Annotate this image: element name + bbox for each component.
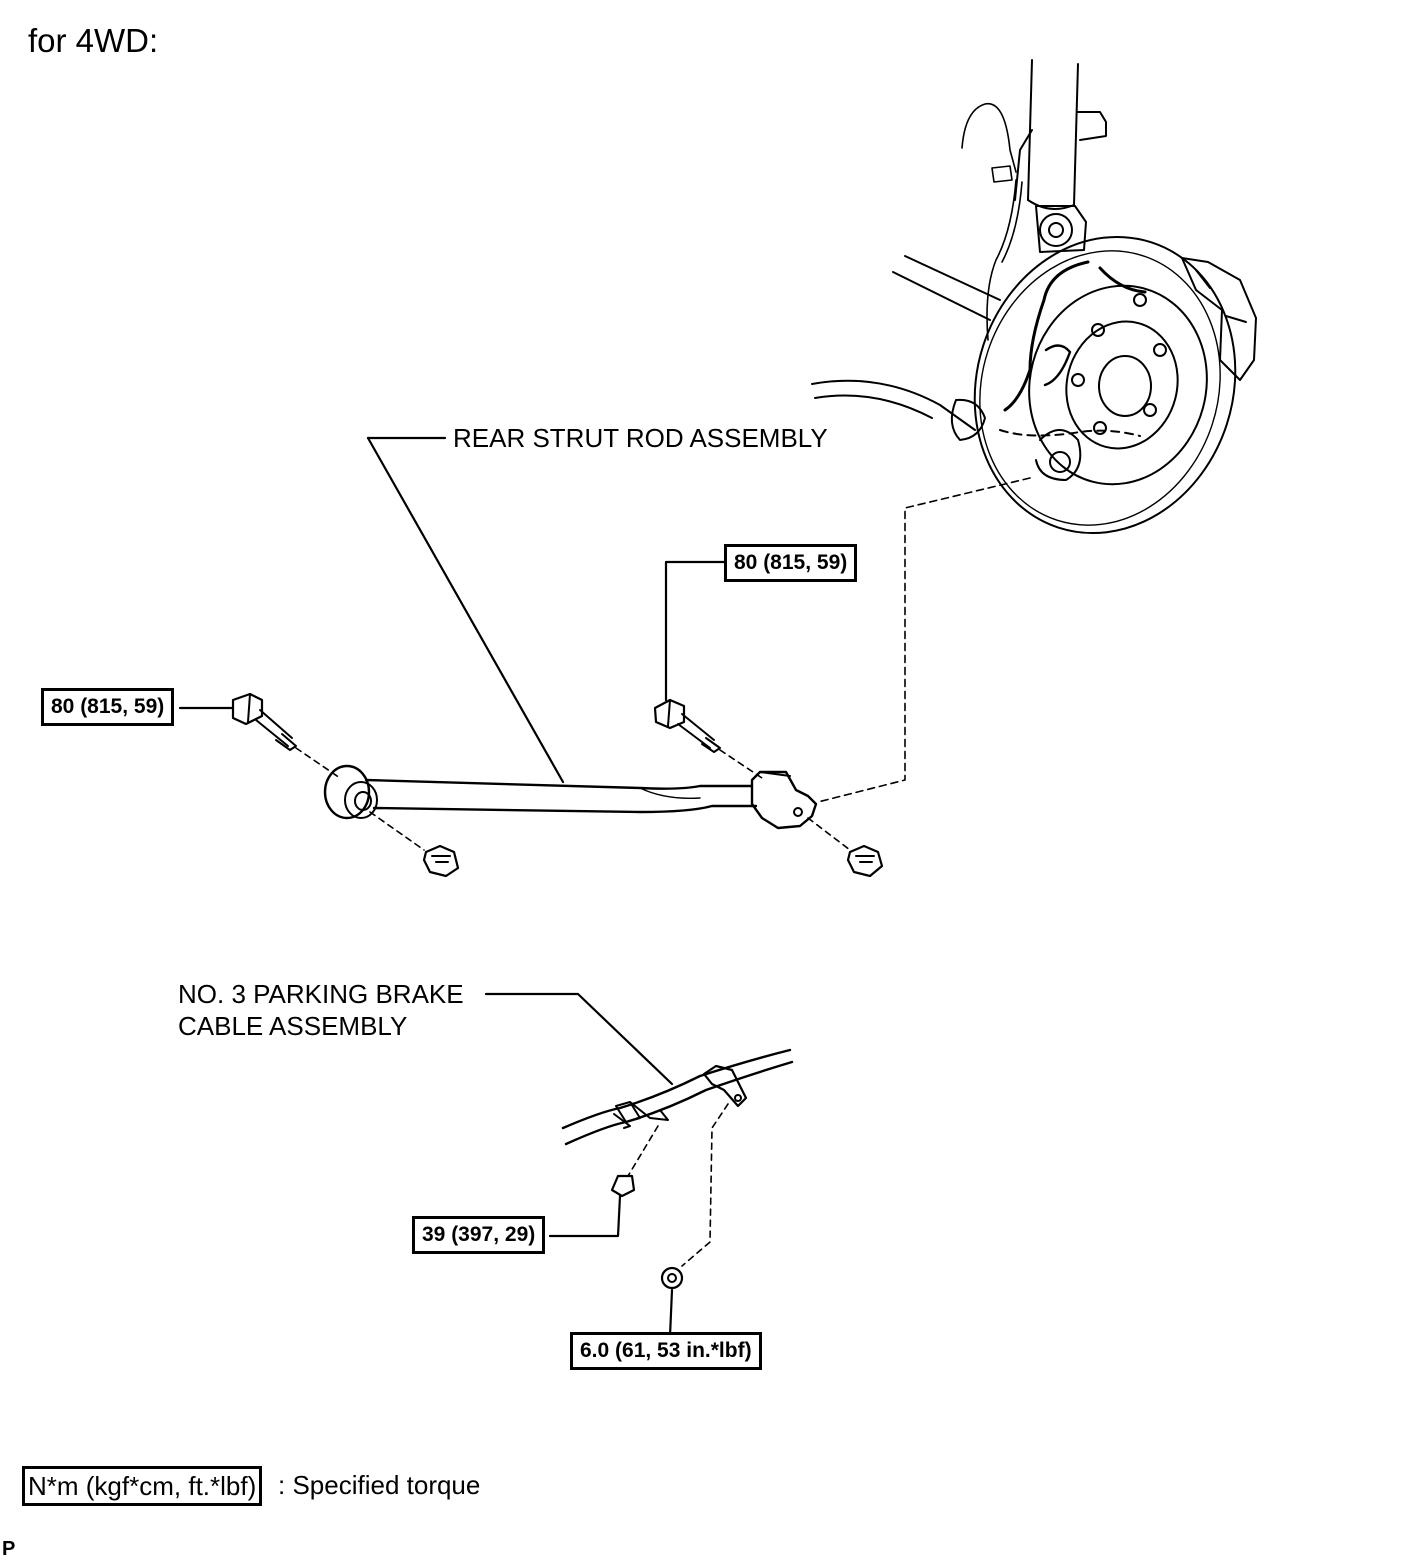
brake-cable-label-line2: CABLE ASSEMBLY — [178, 1011, 408, 1041]
strut-rod-inner-nut-illustration — [369, 811, 460, 878]
cable-bracket-bolt-illustration — [548, 1125, 659, 1238]
torque-strut-rod-outer-bolt: 80 (815, 59) — [724, 544, 858, 582]
brake-cable-label-line1: NO. 3 PARKING BRAKE — [178, 979, 464, 1009]
diagram-title: for 4WD: — [28, 22, 159, 59]
strut-rod-outer-mount-leader — [817, 477, 1031, 803]
legend-unit-box: N*m (kgf*cm, ft.*lbf) — [22, 1466, 263, 1506]
strut-rod-label: REAR STRUT ROD ASSEMBLY — [453, 423, 828, 453]
parking-brake-cable-illustration — [484, 992, 794, 1146]
torque-cable-bracket-bolt: 39 (397, 29) — [412, 1216, 546, 1254]
torque-strut-rod-inner-bolt: 80 (815, 59) — [41, 688, 175, 726]
rear-strut-rod-illustration — [323, 436, 818, 830]
strut-rod-inner-bolt-illustration — [178, 692, 341, 779]
footer-code: P — [2, 1538, 16, 1560]
torque-cable-clamp-nut: 6.0 (61, 53 in.*lbf) — [570, 1332, 762, 1370]
strut-rod-outer-nut-illustration — [807, 817, 884, 878]
cable-clamp-nut-illustration — [660, 1103, 729, 1338]
legend-description: : Specified torque — [278, 1470, 481, 1500]
strut-rod-outer-bolt-illustration — [653, 560, 763, 779]
rear-axle-carrier-illustration — [811, 59, 1257, 535]
